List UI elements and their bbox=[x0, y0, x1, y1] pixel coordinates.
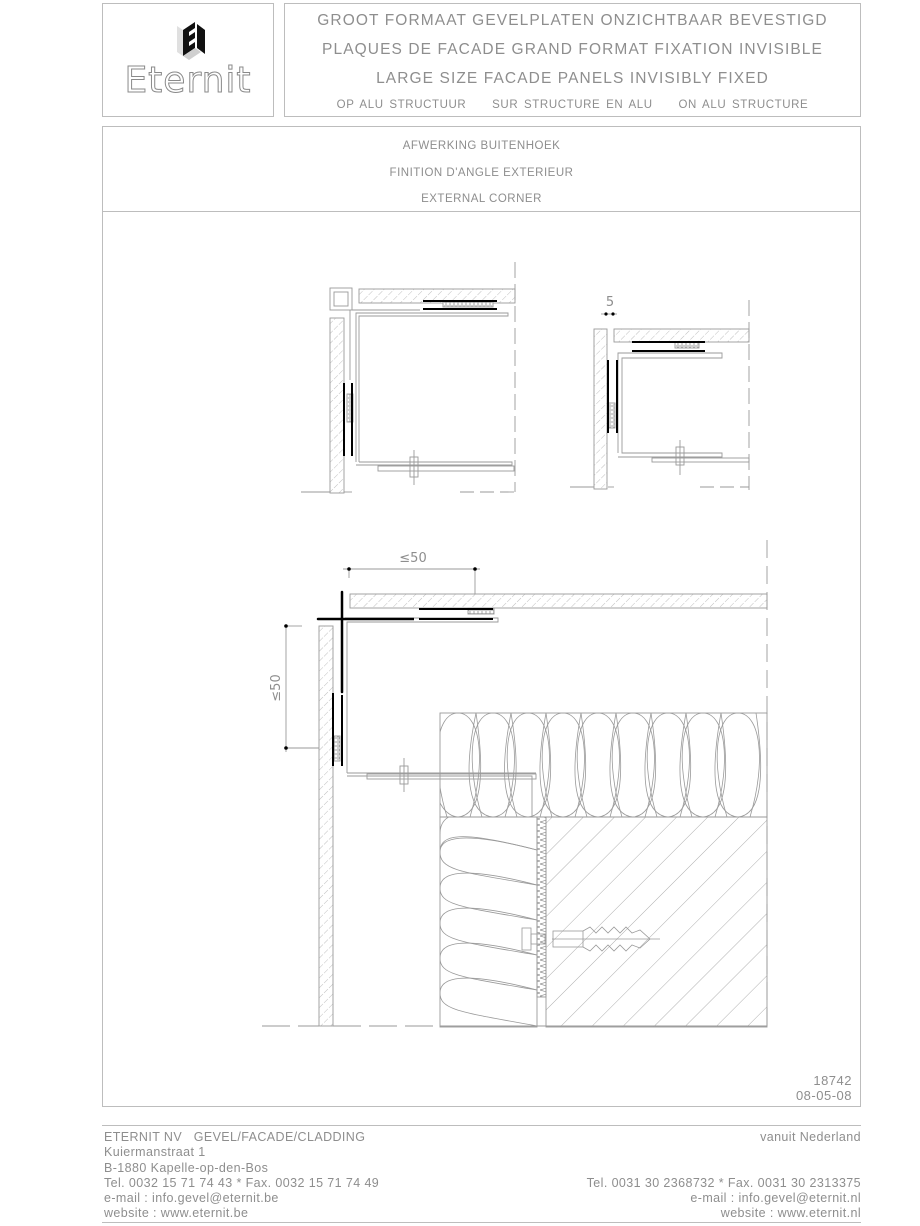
horizontal-dimension-label: ≤50 bbox=[399, 551, 426, 566]
dimension-markers bbox=[284, 567, 477, 750]
detail-2-corner bbox=[570, 300, 750, 490]
detail-3-corner bbox=[262, 540, 768, 1030]
wall-anchor-icon bbox=[521, 926, 660, 952]
logo-box: Eternit bbox=[102, 3, 274, 117]
footer-top-rule bbox=[102, 1125, 861, 1126]
drawing-frame: AFWERKING BUITENHOEK FINITION D'ANGLE EX… bbox=[102, 126, 861, 1107]
drawing-number: 18742 bbox=[813, 1073, 852, 1088]
title-block: GROOT FORMAAT GEVELPLATEN ONZICHTBAAR BE… bbox=[284, 3, 861, 117]
footer-address-netherlands: vanuit Nederland Tel. 0031 30 2368732 * … bbox=[587, 1130, 861, 1222]
detail-title-en: EXTERNAL CORNER bbox=[421, 193, 542, 205]
footer-left-line: Kuiermanstraat 1 bbox=[104, 1145, 206, 1160]
insulation-left bbox=[440, 817, 537, 1027]
title-en: LARGE SIZE FACADE PANELS INVISIBLY FIXED bbox=[376, 70, 769, 87]
detail-header: AFWERKING BUITENHOEK FINITION D'ANGLE EX… bbox=[103, 127, 860, 212]
vertical-dimension-label: ≤50 bbox=[269, 674, 284, 701]
footer-right-line bbox=[587, 1145, 861, 1160]
eternit-logo-icon: Eternit bbox=[124, 22, 251, 102]
title-fr: PLAQUES DE FACADE GRAND FORMAT FIXATION … bbox=[322, 41, 823, 58]
detail-1-profiles bbox=[343, 300, 497, 456]
footer-bottom-rule bbox=[102, 1222, 861, 1223]
footer-left-line: website : www.eternit.be bbox=[104, 1206, 249, 1221]
footer-left-line: ETERNIT NV GEVEL/FACADE/CLADDING bbox=[104, 1130, 366, 1144]
insulation-top bbox=[440, 713, 762, 817]
footer-right-line bbox=[587, 1161, 861, 1176]
drawing-date: 08-05-08 bbox=[795, 1088, 852, 1103]
footer-right-line: Tel. 0031 30 2368732 * Fax. 0031 30 2313… bbox=[586, 1175, 861, 1190]
footer-right-line: e-mail : info.gevel@eternit.nl bbox=[690, 1191, 861, 1206]
footer-left-line: B-1880 Kapelle-op-den-Bos bbox=[104, 1160, 269, 1175]
sub-en: ON ALU STRUCTURE bbox=[678, 99, 809, 111]
footer-left-line: e-mail : info.gevel@eternit.be bbox=[104, 1191, 279, 1206]
title-nl: GROOT FORMAAT GEVELPLATEN ONZICHTBAAR BE… bbox=[317, 12, 828, 29]
sub-nl: OP ALU STRUCTUUR bbox=[336, 99, 467, 111]
technical-drawing: 5 bbox=[262, 262, 768, 1030]
footer-right-line: vanuit Nederland bbox=[760, 1130, 861, 1144]
detail-3-profiles bbox=[316, 590, 493, 766]
structure-subtitle: OP ALU STRUCTUUR SUR STRUCTURE EN ALU ON… bbox=[285, 99, 860, 111]
footer-address-belgium: ETERNIT NV GEVEL/FACADE/CLADDING Kuierma… bbox=[104, 1130, 379, 1222]
detail-title-nl: AFWERKING BUITENHOEK bbox=[402, 140, 561, 152]
sub-fr: SUR STRUCTURE EN ALU bbox=[492, 99, 653, 111]
footer-left-line: Tel. 0032 15 71 74 43 * Fax. 0032 15 71 … bbox=[104, 1175, 380, 1190]
gap-dimension-label: 5 bbox=[606, 295, 614, 310]
svg-text:Eternit: Eternit bbox=[124, 60, 251, 101]
footer-right-line: website : www.eternit.nl bbox=[720, 1206, 861, 1221]
detail-1-corner bbox=[301, 262, 516, 494]
detail-title-fr: FINITION D'ANGLE EXTERIEUR bbox=[389, 167, 574, 179]
detail-2-profiles bbox=[604, 312, 705, 433]
